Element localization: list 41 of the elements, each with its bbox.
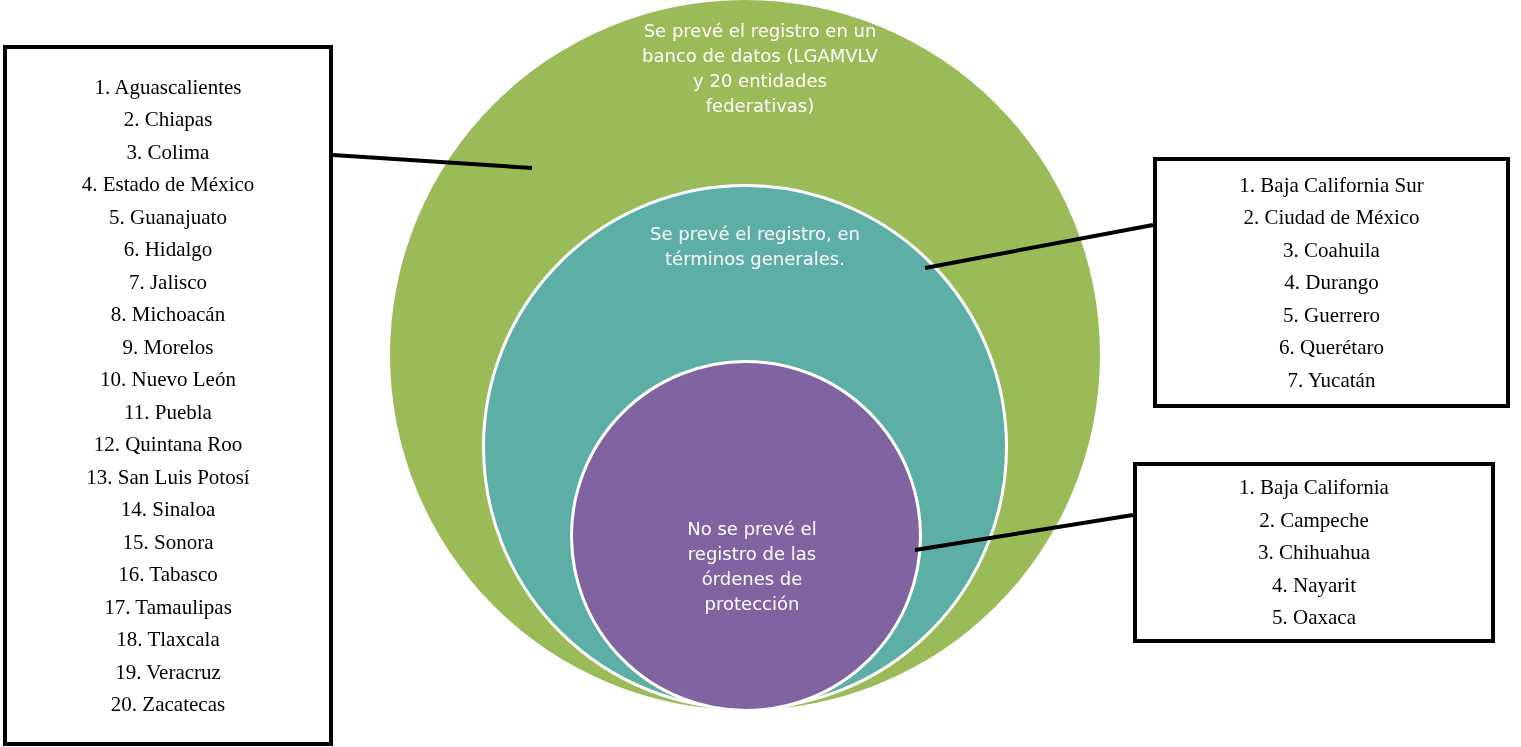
region-label: Se prevé el registro, en términos generales.: [649, 222, 861, 271]
list-item: 7. Jalisco: [127, 268, 209, 296]
list-item: 4. Nayarit: [1271, 571, 1357, 599]
region-label: No se prevé el registro de las órdenes de protección: [686, 517, 818, 616]
list-item: 4. Durango: [1283, 269, 1380, 297]
list-item: 11. Puebla: [123, 398, 213, 426]
list-item: 4. Estado de México: [80, 171, 256, 198]
list-item: 5. Oaxaca: [1271, 604, 1357, 632]
list-item: 3. Colima: [125, 138, 211, 166]
list-box: [3, 45, 333, 746]
list-item: 7. Yucatán: [1286, 366, 1377, 394]
list-item: 20. Zacatecas: [109, 691, 227, 718]
list-item: 5. Guerrero: [1282, 301, 1381, 329]
leader-line: [924, 223, 1154, 270]
list-item: 6. Querétaro: [1278, 334, 1385, 362]
list-box: [1133, 462, 1495, 643]
list-item: 3. Coahuila: [1282, 236, 1381, 264]
region-label: Se prevé el registro en un banco de datos (LGAMVLV y 20 entidades federativas): [641, 19, 879, 118]
list-item: 1. Baja California: [1238, 474, 1390, 502]
list-item: 18. Tlaxcala: [115, 626, 221, 653]
list-item: 9. Morelos: [121, 333, 215, 361]
list-item: 10. Nuevo León: [99, 366, 237, 393]
list-item: 2. Campeche: [1258, 506, 1370, 534]
leader-line: [332, 153, 533, 170]
list-item: 15. Sonora: [121, 528, 215, 556]
list-item: 3. Chihuahua: [1257, 539, 1371, 567]
list-item: 17. Tamaulipas: [103, 593, 233, 621]
list-item: 5. Guanajuato: [108, 203, 228, 231]
list-item: 6. Hidalgo: [122, 236, 214, 263]
list-item: 19. Veracruz: [114, 658, 222, 686]
list-item: 12. Quintana Roo: [92, 431, 244, 458]
list-item: 1. Aguascalientes: [93, 73, 243, 101]
leader-line: [914, 513, 1134, 552]
list-item: 13. San Luis Potosí: [85, 463, 251, 491]
list-item: 8. Michoacán: [109, 301, 227, 328]
list-box: [1153, 157, 1510, 408]
list-item: 2. Ciudad de México: [1242, 204, 1421, 232]
list-item: 2. Chiapas: [122, 106, 214, 133]
list-item: 1. Baja California Sur: [1238, 171, 1425, 199]
list-item: 14. Sinaloa: [119, 496, 217, 523]
list-item: 16. Tabasco: [117, 561, 219, 588]
